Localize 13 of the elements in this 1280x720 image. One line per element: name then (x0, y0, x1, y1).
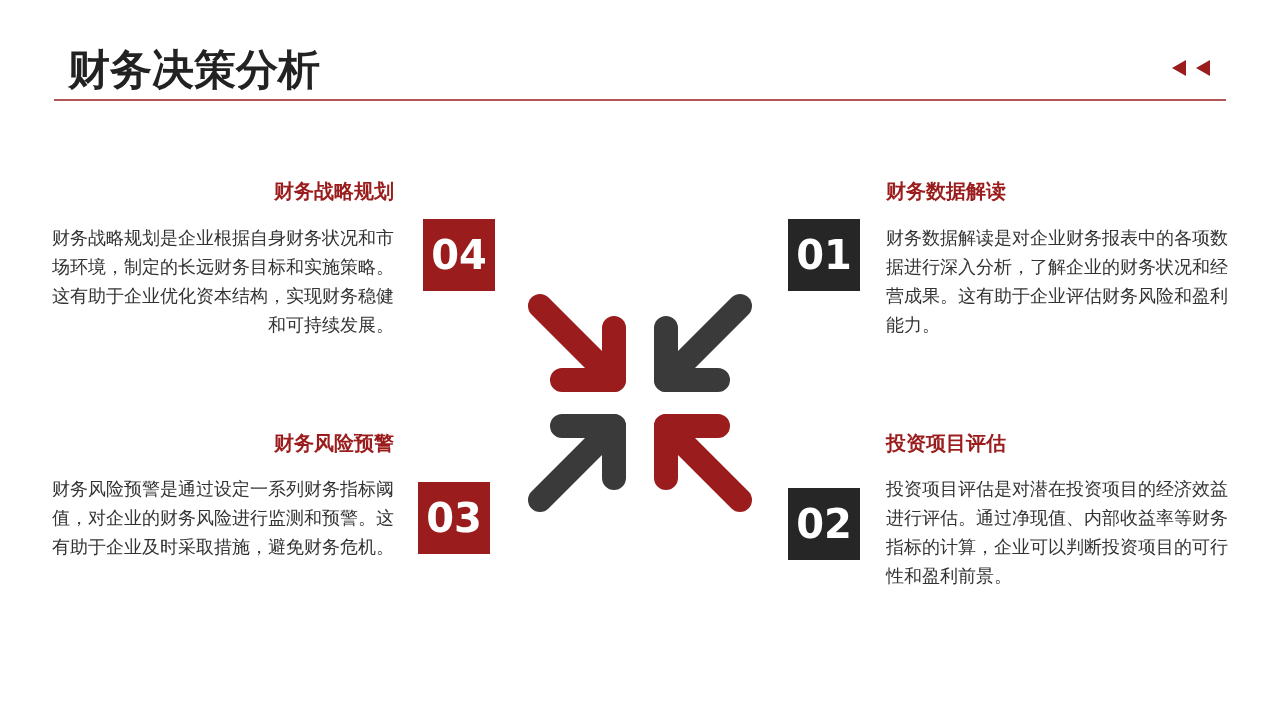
section-description: 财务数据解读是对企业财务报表中的各项数据进行深入分析，了解企业的财务状况和经营成果。这有助于企业评估财务风险和盈利能力。 (886, 226, 1228, 337)
number-box: 03 (418, 482, 490, 554)
section-description: 投资项目评估是对潜在投资项目的经济效益进行评估。通过净现值、内部收益率等财务指标的计算，企业可以判断投资项目的可行性和盈利前景。 (886, 477, 1228, 588)
number-box: 01 (788, 219, 860, 291)
section-description: 财务战略规划是企业根据自身财务状况和市场环境，制定的长远财务目标和实施策略。这有助于企业优化资本结构，实现财务稳健和可持续发展。 (52, 226, 394, 337)
slide-title: 财务决策分析 (68, 44, 320, 96)
section-description: 财务风险预警是通过设定一系列财务指标阈值，对企业的财务风险进行监测和预警。这有助于企业及时采取措施，避免财务危机。 (52, 477, 394, 559)
section-heading: 财务数据解读 (886, 178, 1007, 205)
number-box: 02 (788, 488, 860, 560)
section-heading: 财务战略规划 (273, 178, 394, 205)
section-heading: 投资项目评估 (886, 430, 1007, 457)
number-box: 04 (423, 219, 495, 291)
section-heading: 财务风险预警 (273, 430, 394, 457)
